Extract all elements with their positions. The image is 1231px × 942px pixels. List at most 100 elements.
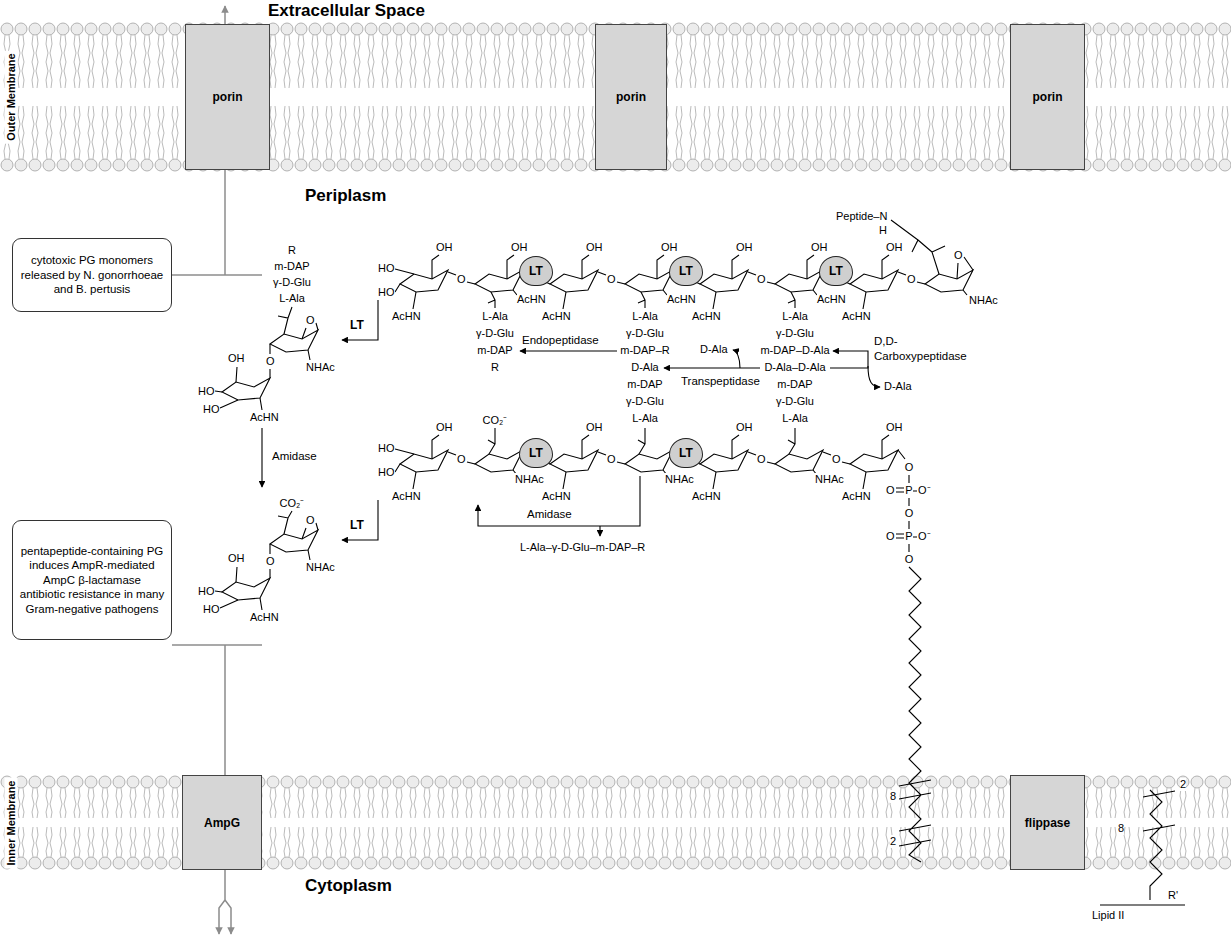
murnac-ring xyxy=(625,255,673,308)
structure-label: HO xyxy=(378,286,395,299)
structure-label: O xyxy=(757,453,766,466)
structure-label: R xyxy=(491,361,499,374)
structure-label: m-DAP–D-Ala xyxy=(760,344,829,357)
outer-membrane-bilayer xyxy=(0,22,1231,172)
pg-monomers xyxy=(215,307,318,610)
glcnac-ring xyxy=(222,378,270,400)
node-text: LT xyxy=(679,264,693,278)
structure-label: O xyxy=(832,453,841,466)
node-text: porin xyxy=(1033,90,1063,104)
structure-label: D-Ala xyxy=(884,380,912,393)
glcnac-ring xyxy=(400,255,448,309)
glcnac-ring xyxy=(400,435,448,489)
structure-label: AcHN xyxy=(250,611,279,624)
structure-label: m-DAP xyxy=(777,378,812,391)
structure-label: 2 xyxy=(1180,778,1186,791)
murnac-ring xyxy=(475,255,523,308)
structure-label: O xyxy=(905,507,914,520)
structure-label: NHAc xyxy=(665,473,694,486)
enzyme-label: Carboxypeptidase xyxy=(874,349,967,363)
glcnac-ring xyxy=(700,435,748,489)
inner-membrane-bilayer xyxy=(0,775,1231,870)
release-arrow xyxy=(599,526,600,536)
amidase-arrow xyxy=(478,476,640,526)
membrane-label: Inner Membrane xyxy=(5,777,18,868)
structure-label: NHAc xyxy=(969,294,998,307)
structure-label: O xyxy=(457,453,466,466)
import-line xyxy=(225,900,231,934)
node-text: flippase xyxy=(1025,816,1070,830)
structure-label: OH xyxy=(736,241,753,254)
anhydro-murnac-ring xyxy=(270,330,318,352)
lt-enzyme: LT xyxy=(519,256,553,286)
lt-enzyme: LT xyxy=(669,438,703,468)
structure-label: γ-D-Glu xyxy=(476,327,514,340)
glcnac-ring xyxy=(700,255,748,309)
structure-label: m-DAP–R xyxy=(620,344,670,357)
amidase-arrow xyxy=(261,428,262,487)
bonds xyxy=(395,449,414,472)
structure-label: NHAc xyxy=(515,473,544,486)
porin-box: porin xyxy=(1010,24,1085,170)
structure-label: D-Ala xyxy=(700,343,728,356)
callout-leader xyxy=(172,644,262,646)
structure-label: L-Ala xyxy=(782,310,808,323)
enzyme-label: Amidase xyxy=(527,507,572,521)
glcnac-ring xyxy=(550,255,598,309)
bonds xyxy=(215,307,318,410)
structure-label: P xyxy=(905,530,912,543)
porin-box: porin xyxy=(595,24,667,170)
structure-label: AcHN xyxy=(250,411,279,424)
endopeptidase-arrow xyxy=(520,350,617,351)
structure-label: OH xyxy=(586,241,603,254)
lt-arrow xyxy=(342,300,378,340)
structure-label: O xyxy=(306,514,315,527)
anhydro-murnac-ring xyxy=(925,270,973,292)
structure-label: Lipid II xyxy=(1092,909,1124,922)
glcnac-ring xyxy=(850,435,898,489)
structure-label: D-Ala xyxy=(631,361,659,374)
structure-label: O xyxy=(607,453,616,466)
structure-label: Peptide–N xyxy=(836,210,887,223)
carboxypeptidase-arrow xyxy=(830,351,868,368)
structure-label: OH xyxy=(886,241,903,254)
node-text: cytotoxic PG monomers released by N. gon… xyxy=(19,253,165,296)
node-text: LT xyxy=(829,264,843,278)
transpeptidase-arrow xyxy=(664,367,760,368)
bonds xyxy=(395,220,973,295)
enzyme-label: LT xyxy=(350,518,364,532)
structure-label: OH xyxy=(661,241,678,254)
release-arrow xyxy=(868,366,880,387)
node-text: porin xyxy=(213,90,243,104)
structure-label: P xyxy=(905,484,912,497)
glcnac-ring xyxy=(550,435,598,489)
structure-label: O xyxy=(954,249,963,262)
structure-label: O xyxy=(266,555,275,568)
structure-label: 2 xyxy=(890,835,896,848)
structure-label: O xyxy=(905,461,914,474)
region-label: Cytoplasm xyxy=(305,876,392,896)
structure-label: γ-D-Glu xyxy=(273,276,311,289)
structure-label: AcHN xyxy=(517,293,546,306)
structure-label: AcHN xyxy=(392,490,421,503)
lt-enzyme: LT xyxy=(519,438,553,468)
murnac-ring xyxy=(475,428,523,475)
glcnac-ring xyxy=(850,255,898,309)
structure-label: HO xyxy=(378,466,395,479)
enzyme-label: D,D- xyxy=(874,334,898,348)
structure-label: O xyxy=(907,273,916,286)
node-text: LT xyxy=(679,446,693,460)
structure-label: CO₂⁻ xyxy=(483,414,508,427)
structure-label: O xyxy=(457,273,466,286)
structure-label: AcHN xyxy=(692,490,721,503)
structure-label: AcHN xyxy=(542,310,571,323)
lt-arrow xyxy=(342,500,378,540)
structure-label: γ-D-Glu xyxy=(626,395,664,408)
structure-label: AcHN xyxy=(667,293,696,306)
murnac-ring xyxy=(775,255,823,308)
structure-label: OH xyxy=(436,241,453,254)
callout-leader xyxy=(172,274,262,276)
porin-box: porin xyxy=(185,24,270,170)
structure-label: L-Ala xyxy=(632,412,658,425)
